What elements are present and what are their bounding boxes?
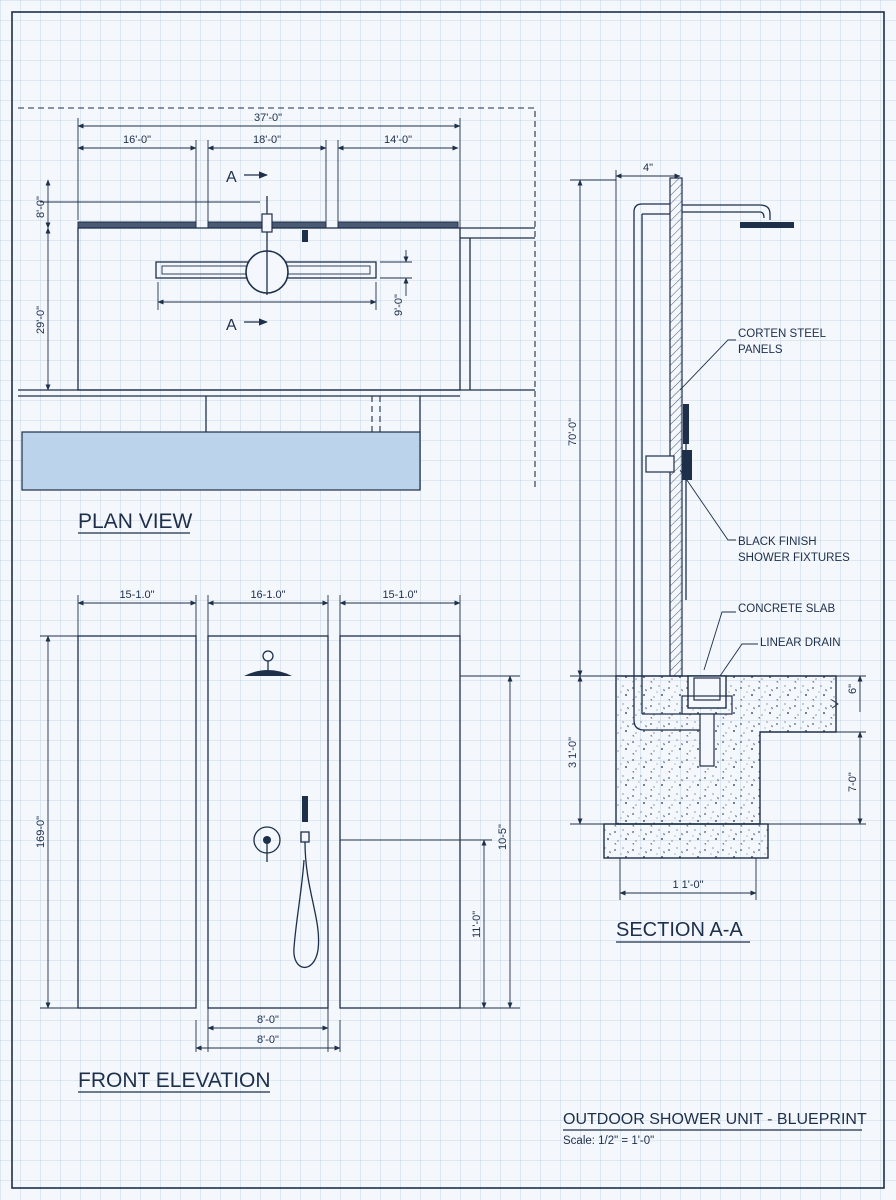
section-dim-height: 70'-0" [567,418,579,446]
sheet-border [11,11,885,1189]
plan-view-title: PLAN VIEW [78,510,193,533]
elev-dim-bottom-outer: 8'-0" [257,1034,279,1046]
sheet-scale: Scale: 1/2" = 1'-0" [563,1135,654,1147]
pool-area [21,431,421,491]
plan-dim-right: 14'-0" [384,134,412,146]
plan-dim-left: 16'-0" [123,134,151,146]
concrete-footing [603,823,769,859]
plan-dim-overall: 37'-0" [254,112,282,124]
elev-dim-center: 16-1.0" [250,589,285,601]
elev-dim-height: 169-0" [35,816,47,848]
front-elevation-title: FRONT ELEVATION [78,1069,271,1092]
elev-dim-handheld: 11'-0" [471,911,483,938]
plan-dim-wall: 8'-0" [35,196,47,218]
elev-dim-left: 15-1.0" [119,589,154,601]
section-title: SECTION A-A [616,919,743,941]
plan-dim-height: 29'-0" [35,306,47,334]
panel-left [77,635,197,1009]
elev-dim-bottom-inner: 8'-0" [257,1014,279,1026]
panel-center [207,635,329,1009]
callout-corten-1: CORTEN STEEL [738,328,827,340]
plan-view: 37'-0" 16'-0" 18'-0" 14'-0" 8'-0" [18,107,536,534]
sheet-title: OUTDOOR SHOWER UNIT - BLUEPRINT [563,1111,867,1128]
corten-panel [669,177,683,677]
callout-linear-drain: LINEAR DRAIN [760,637,841,649]
section-mark-top: A [226,169,237,186]
callout-fixtures-1: BLACK FINISH [738,536,817,548]
section-dim-footing: 3 1'-0" [567,737,579,768]
callout-fixtures-2: SHOWER FIXTURES [738,552,850,564]
elev-dim-right-height: 10-5" [497,824,509,850]
section-a-a: 4" 70'-0" CORTEN STEEL [567,162,866,943]
section-dim-base: 1 1'-0" [672,879,703,891]
front-elevation: 15-1.0" 16-1.0" 15-1.0" 169-0" 10-5" 11'… [35,589,520,1093]
plan-dim-center: 18'-0" [253,134,281,146]
callout-concrete-slab: CONCRETE SLAB [738,603,835,615]
callout-corten-2: PANELS [738,344,783,356]
section-dim-top: 4" [643,162,653,174]
section-dim-slab: 6" [847,684,859,694]
plan-dim-drain: 9'-0" [393,294,405,316]
section-dim-depth: 7-0" [847,772,859,792]
elev-dim-right: 15-1.0" [382,589,417,601]
section-mark-bottom: A [226,317,237,334]
panel-right [339,635,461,1009]
